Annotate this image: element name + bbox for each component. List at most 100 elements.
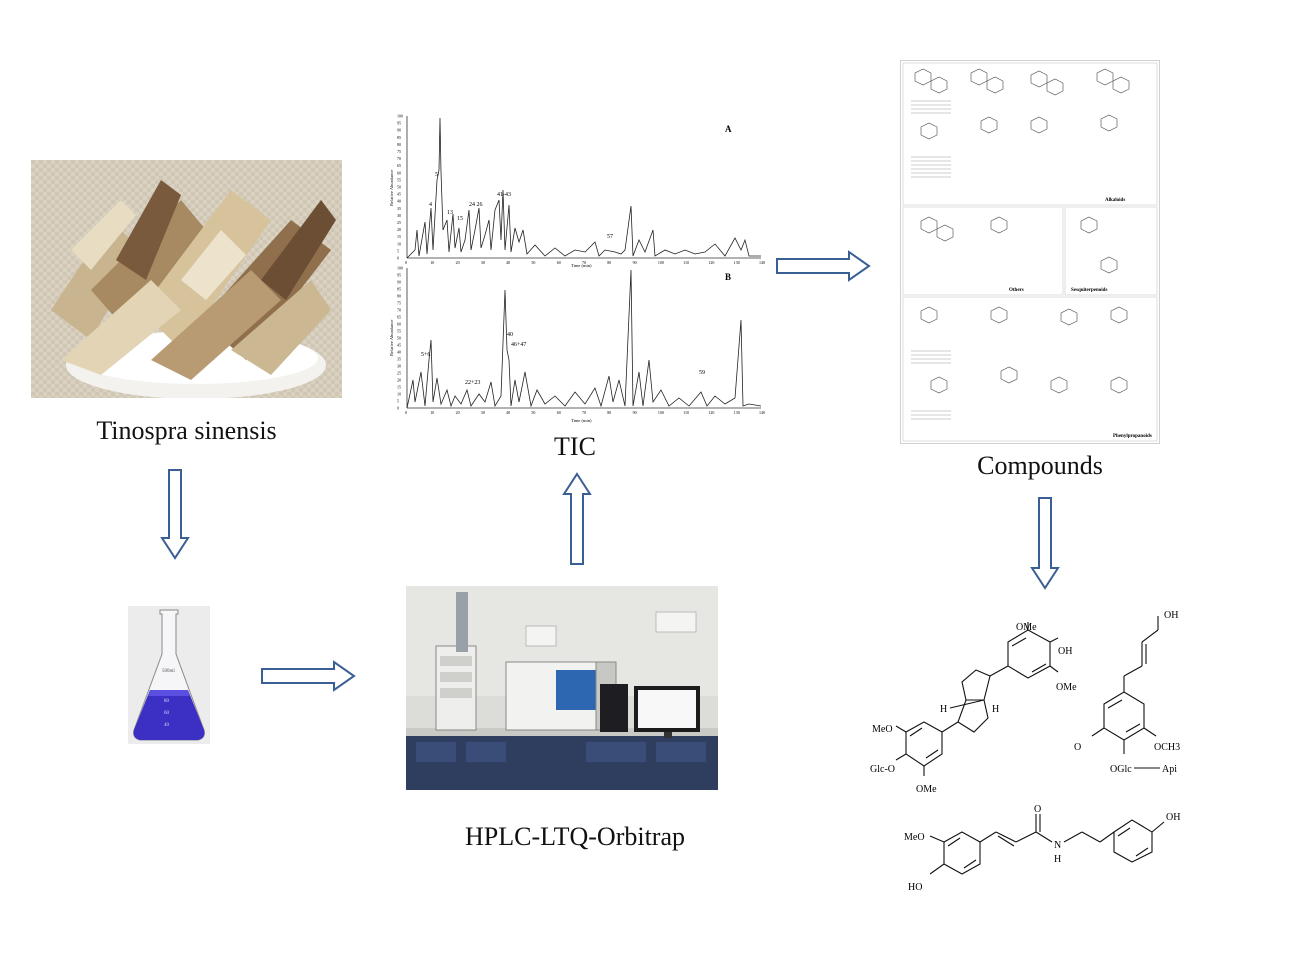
tic-y-tick-label: 40 [397, 350, 401, 355]
tic-x-tick-label: 120 [708, 260, 714, 265]
tic-y-tick-label: 50 [397, 336, 401, 341]
tic-x-tick-label: 90 [633, 260, 637, 265]
tic-x-tick-label: 140 [759, 410, 765, 415]
tic-label: TIC [554, 432, 596, 461]
structure-phenylpropanoid-glycoside: OH O OCH3 OGlc Api [1074, 610, 1180, 775]
tic-y-tick-label: 55 [397, 177, 401, 182]
s3-oh: OH [1166, 812, 1180, 823]
tic-panel-b: B 5+6 22+23 40 46+47 59 [406, 268, 762, 409]
tic-y-tick-label: 20 [397, 378, 401, 383]
tic-y-tick-label: 40 [397, 199, 401, 204]
tic-x-tick-label: 70 [582, 260, 586, 265]
tic-y-tick-label: 60 [397, 170, 401, 175]
tic-y-tick-label: 70 [397, 156, 401, 161]
s1-oh: OH [1058, 646, 1072, 657]
tic-x-tick-label: 90 [633, 410, 637, 415]
tic-x-tick-label: 20 [456, 260, 460, 265]
tic-panel-a-tag: A [725, 124, 732, 134]
structure-feruloyltyramine: MeO HO O N H OH [904, 804, 1180, 893]
tic-ticks-panel-b: 0510152025303540455055606570758085909510… [397, 266, 765, 416]
s2-och3: OCH3 [1154, 742, 1180, 753]
tic-x-tick-label: 80 [607, 260, 611, 265]
flask-drawing: 500ml 80 60 40 [128, 606, 210, 744]
tic-y-tick-label: 50 [397, 185, 401, 190]
tic-x-tick-label: 30 [481, 410, 485, 415]
tic-x-tick-label: 140 [759, 260, 765, 265]
tic-peak-label: 46+47 [511, 342, 526, 348]
tic-x-tick-label: 60 [557, 410, 561, 415]
tic-y-tick-label: 30 [397, 364, 401, 369]
tic-y-tick-label: 80 [397, 142, 401, 147]
tic-x-tick-label: 100 [658, 260, 664, 265]
tic-y-tick-label: 60 [397, 322, 401, 327]
tic-y-tick-label: 80 [397, 294, 401, 299]
tic-y-tick-label: 0 [397, 406, 399, 411]
arrow-right-tic-to-compounds [776, 250, 871, 282]
tic-y-tick-label: 65 [397, 163, 401, 168]
tic-x-tick-label: 110 [683, 260, 689, 265]
tic-x-axis-label-a: Time (min) [571, 263, 592, 268]
tic-panel-b-tag: B [725, 272, 731, 282]
tic-x-tick-label: 130 [734, 410, 740, 415]
flask-mark: 60 [164, 711, 170, 716]
compound-group-sesquiterpenoids: Sesquiterpenoids [1071, 288, 1107, 293]
tic-y-tick-label: 100 [397, 266, 403, 271]
tic-y-tick-label: 25 [397, 371, 401, 376]
tic-y-axis-label-b: Relative Abundance [389, 320, 394, 356]
tic-y-tick-label: 85 [397, 287, 401, 292]
tic-x-tick-label: 100 [658, 410, 664, 415]
tic-peak-label: 59 [699, 370, 705, 376]
tic-x-tick-label: 0 [405, 410, 407, 415]
s1-h-right: H [992, 704, 999, 715]
flask-mark: 40 [164, 723, 170, 728]
tic-peak-label: 57 [607, 234, 613, 240]
tic-y-tick-label: 75 [397, 301, 401, 306]
tic-x-tick-label: 0 [405, 260, 407, 265]
tic-x-tick-label: 120 [708, 410, 714, 415]
tic-x-tick-label: 30 [481, 260, 485, 265]
arrow-down-compounds-to-structures [1030, 497, 1060, 590]
tic-y-tick-label: 35 [397, 206, 401, 211]
flask-image: 500ml 80 60 40 [128, 606, 210, 744]
tic-x-tick-label: 110 [683, 410, 689, 415]
tic-x-tick-label: 70 [582, 410, 586, 415]
tic-peak-label: 5 [435, 172, 438, 178]
tic-y-tick-label: 5 [397, 248, 399, 253]
instrument-photo-drawing [406, 586, 718, 790]
structure-lignan-glycoside: OMe OH OMe H H MeO Glc-O OMe [870, 622, 1077, 795]
tic-peak-label: 24 26 [469, 202, 483, 208]
tic-y-tick-label: 75 [397, 149, 401, 154]
compound-group-phenylpropanoids: Phenylpropanoids [1113, 434, 1152, 439]
tic-y-tick-label: 15 [397, 385, 401, 390]
tic-peak-label: 4 [429, 202, 432, 208]
tic-peak-label: 5+6 [421, 352, 430, 358]
tic-y-tick-label: 90 [397, 280, 401, 285]
tic-panel-a: A 4 5 13 15 24 26 41-43 57 [406, 116, 761, 259]
s2-api: Api [1162, 764, 1177, 775]
tic-y-axis-label-a: Relative Abundance [389, 170, 394, 206]
plant-photo-drawing [31, 160, 342, 399]
s3-h: H [1054, 854, 1061, 865]
flask-mark: 80 [164, 699, 170, 704]
tic-y-tick-label: 70 [397, 308, 401, 313]
tic-peak-label: 22+23 [465, 380, 480, 386]
s3-meo: MeO [904, 832, 925, 843]
s2-o: O [1074, 742, 1081, 753]
tic-y-tick-label: 45 [397, 192, 401, 197]
tic-chromatogram: A 4 5 13 15 24 26 41-43 57 B 5+6 22+23 4… [385, 110, 765, 430]
s1-glc: Glc-O [870, 764, 895, 775]
tic-y-tick-label: 25 [397, 220, 401, 225]
tic-x-tick-label: 130 [734, 260, 740, 265]
tic-x-tick-label: 50 [531, 410, 535, 415]
compound-group-others: Others [1009, 288, 1024, 293]
tic-x-tick-label: 50 [531, 260, 535, 265]
tic-y-tick-label: 10 [397, 392, 401, 397]
compounds-label: Compounds [977, 451, 1103, 480]
s1-meo: MeO [872, 724, 893, 735]
plant-photo [31, 160, 342, 399]
tic-ticks-panel-a: 0510152025303540455055606570758085909510… [397, 114, 765, 266]
compounds-table: Alkaloids Others Sesquiterpenoids Phenyl… [900, 60, 1160, 444]
tic-chromatogram-svg: A 4 5 13 15 24 26 41-43 57 B 5+6 22+23 4… [389, 114, 765, 424]
tic-x-tick-label: 40 [506, 410, 510, 415]
tic-x-tick-label: 40 [506, 260, 510, 265]
